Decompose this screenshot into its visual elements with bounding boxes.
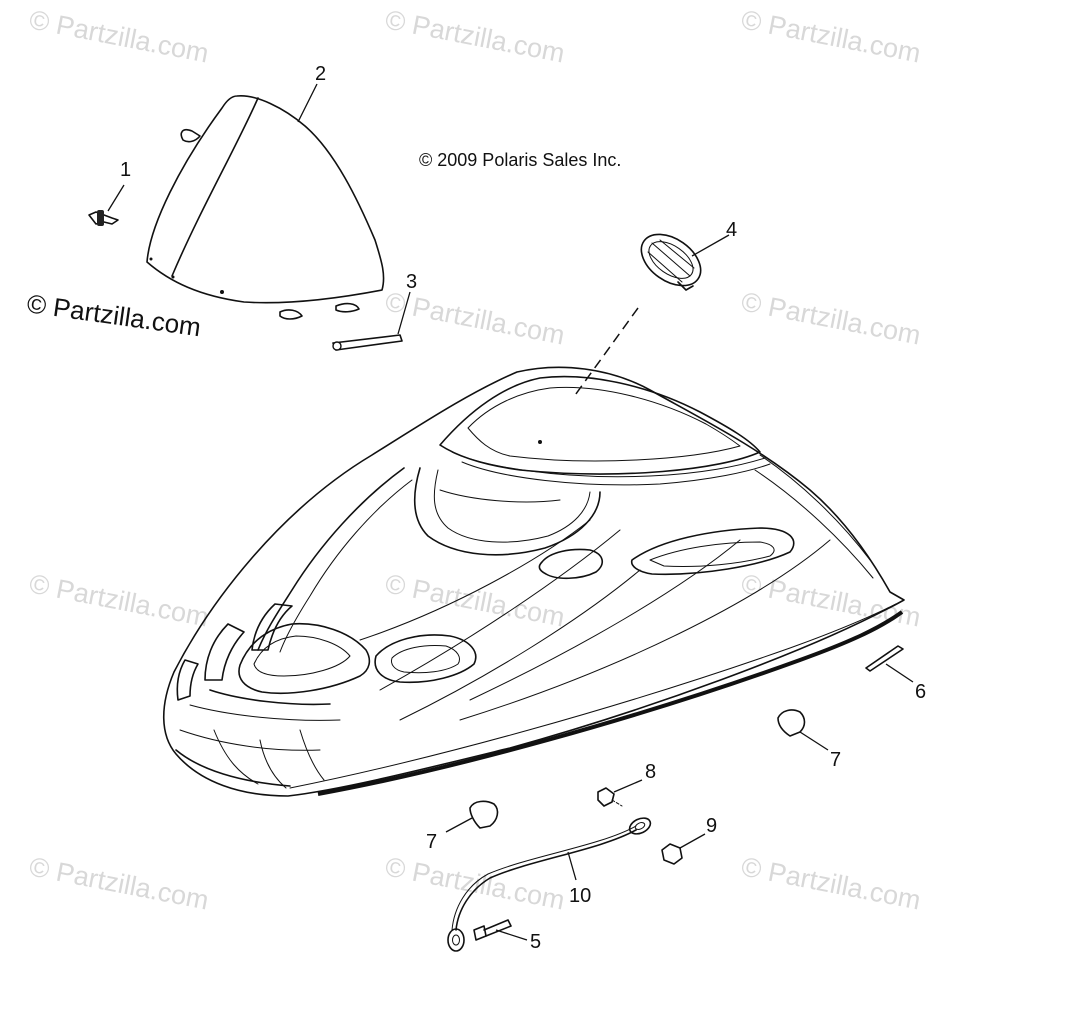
watermark: © Partzilla.com — [739, 851, 923, 915]
watermark: © Partzilla.com — [739, 4, 923, 68]
part-1-rivet — [88, 184, 125, 226]
part-4-gauge-bezel — [640, 233, 730, 291]
watermark: © Partzilla.com — [739, 286, 923, 350]
callout-9: 9 — [706, 815, 717, 837]
callout-4: 4 — [726, 219, 737, 241]
side-watermark: © Partzilla.com — [25, 288, 203, 342]
watermark: © Partzilla.com — [383, 286, 567, 350]
callout-8: 8 — [645, 761, 656, 783]
callout-layer: 1 2 3 4 6 7 8 9 7 10 5 — [120, 63, 926, 953]
callout-2: 2 — [315, 63, 326, 85]
part-hood — [162, 366, 905, 797]
watermark: © Partzilla.com — [739, 568, 923, 632]
callout-6: 6 — [915, 681, 926, 703]
part-8-bolt — [597, 779, 643, 807]
watermark: © Partzilla.com — [27, 568, 211, 632]
callout-10: 10 — [569, 885, 591, 907]
part-9-nut — [661, 833, 706, 865]
alignment-line — [572, 307, 639, 399]
callout-3: 3 — [406, 271, 417, 293]
callout-7: 7 — [830, 749, 841, 771]
watermark: © Partzilla.com — [27, 851, 211, 915]
callout-1: 1 — [120, 159, 131, 181]
callout-5: 5 — [530, 931, 541, 953]
part-7-clip-right — [777, 709, 829, 751]
part-10-tether — [447, 817, 652, 952]
copyright-text: © 2009 Polaris Sales Inc. — [419, 150, 621, 170]
part-5-rivet — [473, 919, 528, 941]
part-7-clip-left — [445, 800, 499, 833]
part-2-windshield — [146, 83, 385, 320]
watermark: © Partzilla.com — [383, 4, 567, 68]
part-6-tie — [865, 645, 914, 683]
part-3-clip — [332, 291, 411, 351]
watermark: © Partzilla.com — [383, 568, 567, 632]
watermark: © Partzilla.com — [27, 4, 211, 68]
callout-7: 7 — [426, 831, 437, 853]
